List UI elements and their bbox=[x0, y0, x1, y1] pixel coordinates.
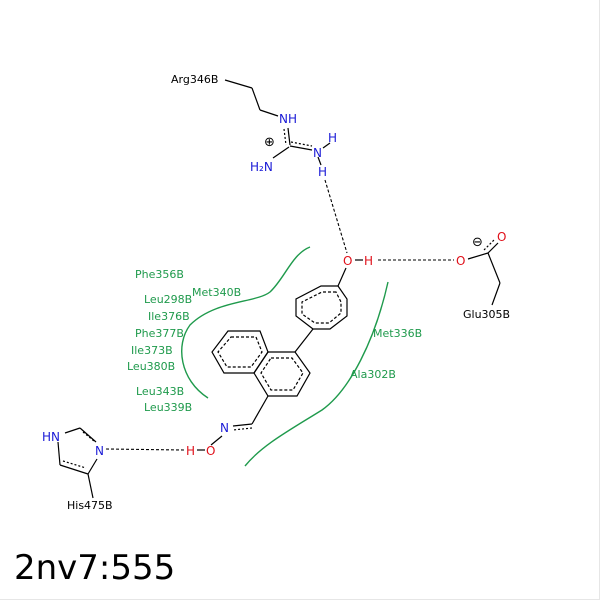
bond bbox=[62, 460, 87, 469]
residue-label-arg346b: Arg346B bbox=[171, 73, 218, 86]
bond bbox=[289, 145, 313, 151]
hydrophobic-label-leu339b: Leu339B bbox=[144, 401, 192, 414]
bond bbox=[224, 79, 253, 89]
charge-minus: ⊖ bbox=[472, 235, 483, 250]
hydrophobic-label-leu380b: Leu380B bbox=[127, 360, 175, 373]
residue-label-his475b: His475B bbox=[67, 499, 113, 512]
bond bbox=[487, 242, 499, 254]
bond bbox=[290, 141, 313, 147]
bond bbox=[87, 458, 98, 475]
bond bbox=[82, 431, 95, 442]
bond bbox=[487, 252, 501, 284]
atom-h-arg-2: H bbox=[318, 165, 327, 179]
bond bbox=[57, 441, 61, 466]
atom-h2n-arg: H₂N bbox=[250, 160, 273, 174]
atom-nh-arg: NH bbox=[279, 112, 297, 126]
hydrophobic-label-leu298b: Leu298B bbox=[144, 293, 192, 306]
atom-o-glu-2: O bbox=[497, 230, 506, 244]
hydrophobic-label-met336b: Met336B bbox=[373, 327, 422, 340]
atom-o-oxime: O bbox=[206, 444, 215, 458]
atom-h-arg-1: H bbox=[328, 131, 337, 145]
bond bbox=[294, 328, 314, 353]
bond bbox=[272, 146, 290, 159]
bond bbox=[87, 473, 94, 499]
hydrophobic-label-met340b: Met340B bbox=[192, 286, 241, 299]
hydrophobic-label-leu343b: Leu343B bbox=[136, 385, 184, 398]
atom-h-oxime: H bbox=[186, 444, 195, 458]
naphthalene-ring-a-inner bbox=[217, 336, 263, 368]
atom-o-glu-1: O bbox=[456, 254, 465, 268]
atom-o-hydroxyl: O bbox=[343, 254, 352, 268]
charge-plus: ⊕ bbox=[264, 135, 275, 150]
bond bbox=[64, 427, 81, 434]
bond bbox=[59, 464, 89, 475]
phenol-ring-inner bbox=[301, 291, 342, 324]
hbond-his-ligand bbox=[105, 448, 185, 451]
atom-hn-his: HN bbox=[42, 430, 60, 444]
residue-label-glu305b: Glu305B bbox=[463, 308, 510, 321]
bond bbox=[259, 109, 279, 117]
hydrophobic-arc-right bbox=[244, 281, 389, 467]
naphthalene-ring-b bbox=[253, 351, 311, 397]
bond bbox=[491, 282, 501, 306]
bond bbox=[317, 156, 322, 166]
atom-h-hydroxyl: H bbox=[364, 254, 373, 268]
bond bbox=[210, 435, 223, 446]
hbond-arg-ligand bbox=[324, 179, 348, 254]
hydrophobic-arc-left bbox=[181, 246, 311, 399]
bond bbox=[287, 127, 291, 146]
bond bbox=[467, 252, 489, 260]
hydrophobic-label-ala302b: Ala302B bbox=[350, 368, 396, 381]
hydrophobic-label-phe377b: Phe377B bbox=[135, 327, 184, 340]
atom-n-his: N bbox=[95, 444, 104, 458]
bond bbox=[79, 427, 97, 443]
hydrophobic-label-phe356b: Phe356B bbox=[135, 268, 184, 281]
bond bbox=[337, 267, 347, 287]
bond bbox=[232, 427, 253, 431]
atom-n-arg: N bbox=[313, 146, 322, 160]
bond bbox=[283, 128, 287, 146]
hydrophobic-label-ile376b: Ile376B bbox=[148, 310, 190, 323]
bond bbox=[251, 87, 261, 111]
bond bbox=[232, 423, 253, 427]
naphthalene-ring-b-inner bbox=[260, 357, 304, 391]
bond bbox=[251, 395, 269, 425]
hydrophobic-label-ile373b: Ile373B bbox=[131, 344, 173, 357]
pdb-ligand-title: 2nv7:555 bbox=[14, 548, 176, 588]
atom-n-oxime: N bbox=[220, 421, 229, 435]
bond bbox=[322, 142, 331, 149]
